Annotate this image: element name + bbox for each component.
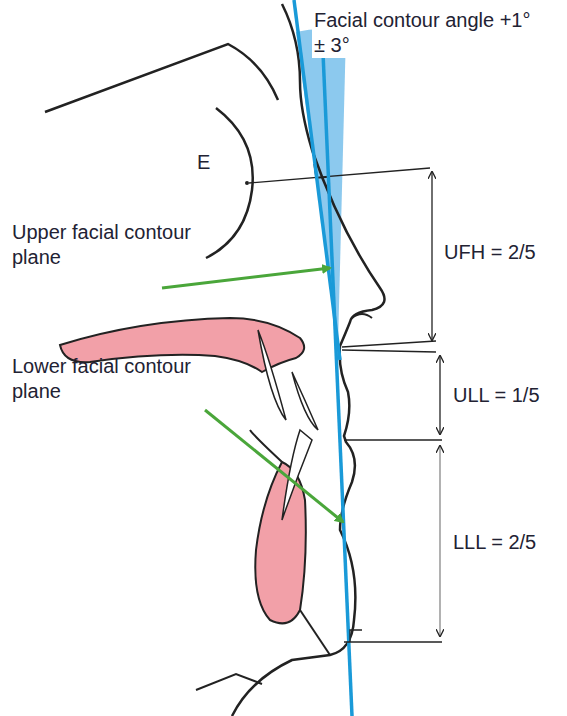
lower-contour-plane bbox=[322, 30, 352, 716]
angle-label: Facial contour angle +1° ± 3° bbox=[312, 8, 546, 58]
plane-label: Upper facial contour plane bbox=[12, 220, 202, 270]
plane-label: Lower facial contour plane bbox=[12, 354, 202, 404]
dimension-label: UFH = 2/5 bbox=[444, 240, 559, 265]
eye-label: E bbox=[197, 150, 217, 175]
dimension-label: ULL = 1/5 bbox=[453, 383, 563, 408]
dimension-label: LLL = 2/5 bbox=[453, 530, 563, 555]
